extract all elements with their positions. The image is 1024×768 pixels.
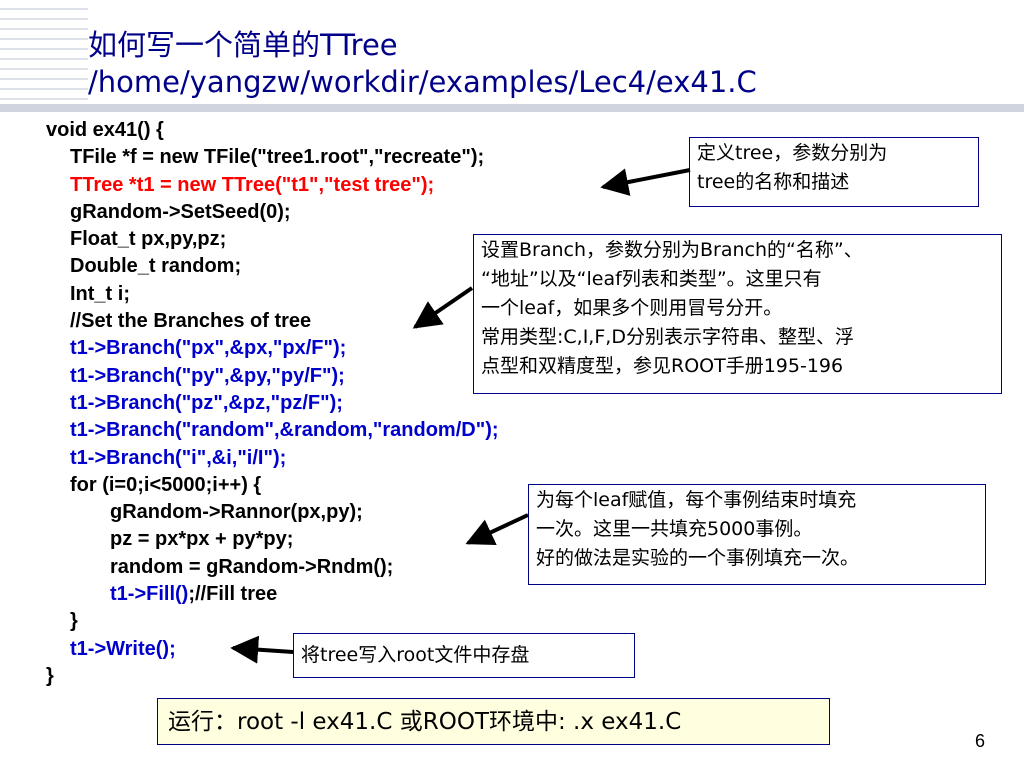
- code-line: }: [70, 610, 78, 633]
- code-line-for: for (i=0;i<5000;i++) {: [70, 473, 262, 496]
- callout-line: 常用类型:C,I,F,D分别表示字符串、整型、浮: [481, 326, 854, 348]
- code-line: void ex41() {: [46, 119, 164, 141]
- code-line-comment: //Set the Branches of tree: [70, 310, 312, 333]
- callout-line: 一个leaf，如果多个则用冒号分开。: [481, 297, 783, 319]
- code-fill-call: t1->Fill(): [110, 583, 189, 606]
- code-line: }: [46, 664, 54, 687]
- code-line: Int_t i;: [70, 282, 130, 305]
- run-instructions-box: 运行：root -l ex41.C 或ROOT环境中: .x ex41.C: [157, 698, 830, 745]
- callout-line: tree的名称和描述: [697, 171, 850, 193]
- code-line-branch: t1->Branch("pz",&pz,"pz/F");: [70, 391, 343, 414]
- code-line-branch: t1->Branch("py",&py,"py/F");: [70, 364, 345, 387]
- code-line-write: t1->Write();: [70, 637, 176, 660]
- code-line-branch: t1->Branch("px",&px,"px/F");: [70, 337, 347, 360]
- code-line: Double_t random;: [70, 255, 242, 278]
- code-line-branch: t1->Branch("i",&i,"i/I");: [70, 446, 287, 469]
- callout-line: 定义tree，参数分别为: [697, 142, 888, 164]
- code-line: random = gRandom->Rndm();: [110, 555, 394, 578]
- callout-line: “地址”以及“leaf列表和类型”。这里只有: [481, 268, 822, 290]
- callout-line: 为每个leaf赋值，每个事例结束时填充: [536, 489, 857, 511]
- page-number: 6: [975, 731, 986, 751]
- title-line-2: /home/yangzw/workdir/examples/Lec4/ex41.…: [88, 65, 757, 99]
- slide-title: 如何写一个简单的TTree /home/yangzw/workdir/examp…: [88, 27, 757, 101]
- callout-fill: 为每个leaf赋值，每个事例结束时填充 一次。这里一共填充5000事例。 好的做…: [528, 484, 986, 585]
- code-line: TFile *f = new TFile("tree1.root","recre…: [70, 146, 485, 169]
- code-line: Float_t px,py,pz;: [70, 228, 227, 251]
- title-background: [88, 0, 1024, 112]
- callout-line: 设置Branch，参数分别为Branch的“名称”、: [481, 239, 863, 261]
- title-line-1: 如何写一个简单的TTree: [88, 28, 398, 62]
- code-line-branch: t1->Branch("random",&random,"random/D");: [70, 419, 499, 442]
- code-line: pz = px*px + py*py;: [110, 528, 294, 551]
- callout-line: 一次。这里一共填充5000事例。: [536, 518, 813, 540]
- code-line-ttree: TTree *t1 = new TTree("t1","test tree");: [70, 173, 435, 196]
- code-line: gRandom->Rannor(px,py);: [110, 501, 363, 524]
- callout-tree-definition: 定义tree，参数分别为 tree的名称和描述: [689, 137, 979, 207]
- code-fill-comment: ;//Fill tree: [188, 583, 278, 606]
- callout-branch-setup: 设置Branch，参数分别为Branch的“名称”、 “地址”以及“leaf列表…: [473, 234, 1002, 394]
- run-instructions-text: 运行：root -l ex41.C 或ROOT环境中: .x ex41.C: [168, 709, 682, 735]
- header-divider: [0, 104, 1024, 112]
- callout-line: 将tree写入root文件中存盘: [301, 644, 530, 666]
- callout-write: 将tree写入root文件中存盘: [293, 633, 635, 678]
- code-block: void ex41() { TFile *f = new TFile("tree…: [46, 117, 499, 690]
- arrow-to-ttree: [600, 168, 691, 196]
- code-line-fill: t1->Fill();//Fill tree: [46, 581, 499, 608]
- code-line: gRandom->SetSeed(0);: [70, 200, 291, 223]
- callout-line: 好的做法是实验的一个事例填充一次。: [536, 547, 860, 569]
- callout-line: 点型和双精度型，参见ROOT手册195-196: [481, 355, 844, 377]
